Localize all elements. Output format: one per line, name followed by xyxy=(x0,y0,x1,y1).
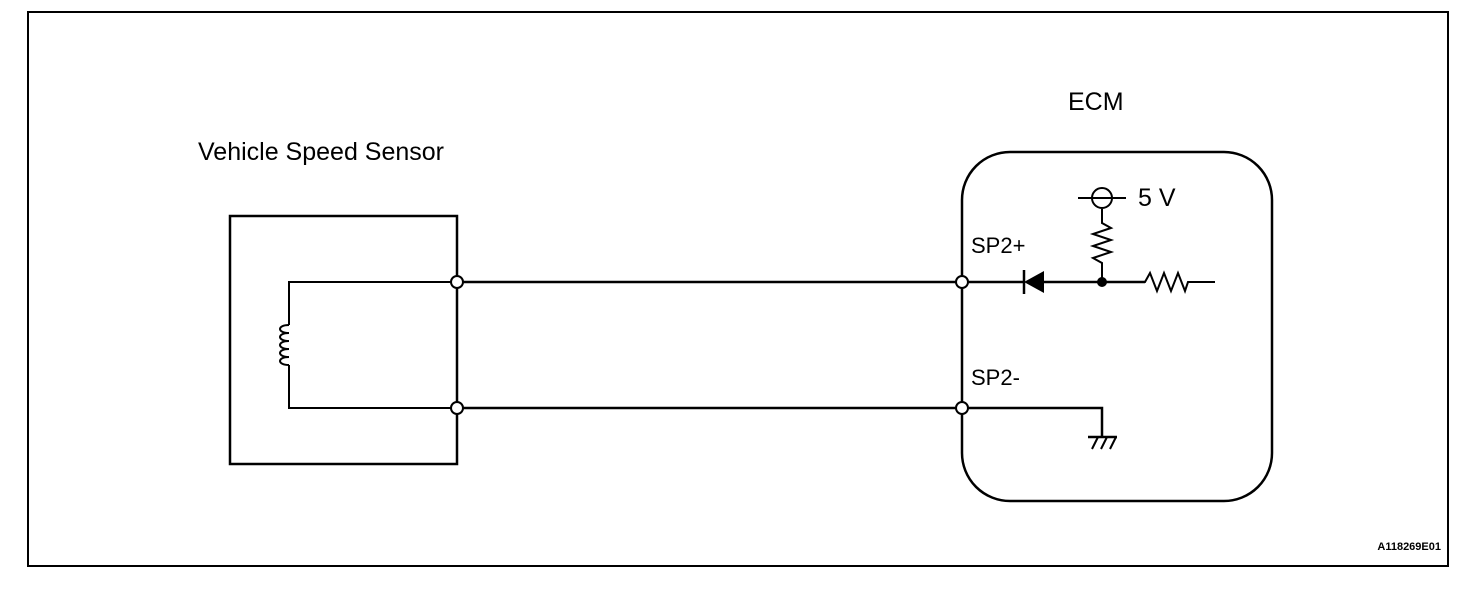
ecm-terminal-sp2-positive xyxy=(955,275,969,289)
sensor-title: Vehicle Speed Sensor xyxy=(198,138,444,166)
ecm-box xyxy=(960,150,1274,503)
ecm-terminal-sp2-negative xyxy=(955,401,969,415)
terminal-label-sp2-positive: SP2+ xyxy=(971,233,1025,258)
voltage-source-icon xyxy=(1078,187,1126,209)
pullup-resistor-icon xyxy=(1089,209,1115,282)
coil-symbol xyxy=(279,281,457,409)
figure-code: A118269E01 xyxy=(1377,541,1441,553)
terminal-label-sp2-negative: SP2- xyxy=(971,365,1020,390)
sensor-terminal-positive xyxy=(450,275,464,289)
resistor-icon xyxy=(1140,270,1215,294)
diode-icon xyxy=(1022,270,1044,294)
figure-frame xyxy=(27,11,1449,567)
ground-wire xyxy=(962,406,1104,436)
ecm-title: ECM xyxy=(1068,88,1124,116)
sensor-terminal-negative xyxy=(450,401,464,415)
ground-icon xyxy=(1088,435,1117,450)
voltage-label: 5 V xyxy=(1138,184,1176,212)
sensor-box xyxy=(228,214,459,466)
